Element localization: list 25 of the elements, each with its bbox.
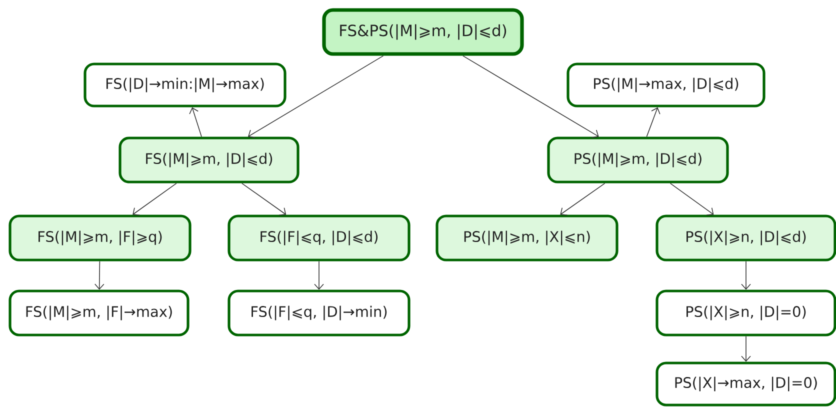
arrow — [646, 107, 660, 138]
process-box: FS(|F|⩽q, |D|→min) — [228, 290, 410, 336]
process-box: FS(|F|⩽q, |D|⩽d) — [228, 214, 410, 262]
arrow — [314, 260, 324, 290]
arrow — [741, 336, 751, 362]
arrow — [741, 260, 751, 290]
process-box: FS(|M|⩾m, |F|→max) — [8, 290, 190, 336]
process-box: PS(|M|⩾m, |X|⩽n) — [436, 214, 618, 262]
process-box: PS(|M|→max, |D|⩽d) — [566, 62, 766, 108]
process-box: PS(|X|⩾n, |D|⩽d) — [656, 214, 836, 262]
process-box: FS(|D|→min:|M|→max) — [84, 62, 286, 108]
arrow — [94, 260, 104, 290]
arrow — [189, 107, 202, 138]
arrow — [462, 55, 599, 138]
arrow — [241, 182, 286, 216]
process-box: PS(|X|⩾n, |D|=0) — [656, 290, 836, 336]
arrow — [248, 55, 384, 138]
process-box: FS&PS(|M|⩾m, |D|⩽d) — [322, 8, 524, 56]
process-box: FS(|M|⩾m, |D|⩽d) — [118, 136, 300, 184]
arrow — [132, 182, 177, 216]
arrow — [560, 182, 606, 216]
process-box: PS(|X|→max, |D|=0) — [656, 362, 836, 406]
arrow — [670, 182, 714, 216]
process-box: FS(|M|⩾m, |F|⩾q) — [8, 214, 192, 262]
process-box: PS(|M|⩾m, |D|⩽d) — [547, 136, 729, 184]
